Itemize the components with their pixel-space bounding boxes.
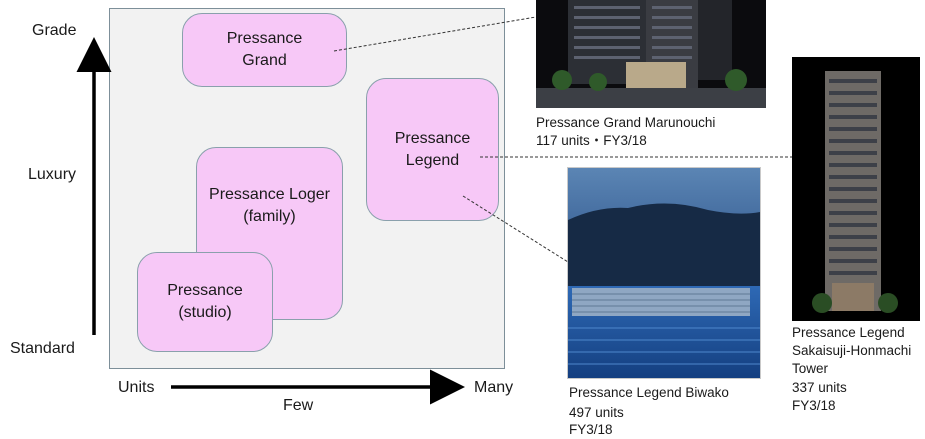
caption-legend-biwako-name: Pressance Legend Biwako	[569, 385, 729, 400]
photo-legend-sakaisuji	[792, 57, 920, 321]
photo-grand-marunouchi	[536, 0, 766, 108]
caption-grand-marunouchi-name: Pressance Grand Marunouchi	[536, 115, 716, 130]
caption-legend-biwako-fy: FY3/18	[569, 422, 613, 437]
x-axis-label-few: Few	[283, 397, 314, 414]
photo-legend-biwako	[567, 167, 761, 379]
box-pressance-grand: Pressance Grand	[182, 13, 347, 87]
box-pressance-studio: Pressance (studio)	[137, 252, 273, 352]
caption-legend-sakaisuji-units: 337 units	[792, 380, 847, 395]
x-axis-label-many: Many	[474, 379, 514, 396]
y-axis-label-standard: Standard	[10, 340, 75, 357]
caption-legend-biwako-units: 497 units	[569, 405, 624, 420]
caption-legend-sakaisuji-name: Pressance Legend Sakaisuji-Honmachi Towe…	[792, 325, 912, 376]
caption-legend-sakaisuji-fy: FY3/18	[792, 398, 836, 413]
x-axis-label-units: Units	[118, 379, 155, 396]
caption-grand-marunouchi-detail: 117 units・FY3/18	[536, 133, 647, 148]
leader-grand	[333, 16, 537, 52]
leader-legend-biwako	[462, 195, 569, 263]
y-axis-label-grade: Grade	[32, 22, 77, 39]
box-pressance-legend: Pressance Legend	[366, 78, 499, 221]
y-axis-label-luxury: Luxury	[28, 166, 77, 183]
